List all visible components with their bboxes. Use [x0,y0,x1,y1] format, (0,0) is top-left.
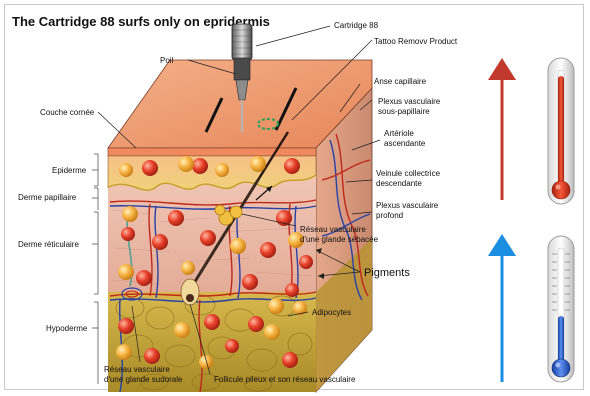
label-tattoo-removal: Tattoo Removv Product [374,37,458,46]
label-hypoderme: Hypoderme [46,324,88,333]
label-reseau-sudorale-1: Réseau vasculaire [104,365,170,374]
label-plexus-profond-2: profond [376,211,403,220]
stratum-corneum [108,148,316,156]
layer-brackets [92,154,98,384]
label-derme-papillaire: Derme papillaire [18,193,77,202]
label-plexus-sous-1: Plexus vasculaire [378,97,441,106]
arrow-up-icon [488,234,516,382]
label-plexus-profond-1: Plexus vasculaire [376,201,439,210]
label-veinule-2: descendante [376,179,422,188]
thermometer-cold-icon [548,236,574,382]
label-arteriole-2: ascendante [384,139,426,148]
label-reseau-sebacee-2: d'une glande sébacée [300,235,379,244]
label-derme-reticulaire: Derme réticulaire [18,240,79,249]
label-arteriole-1: Artériole [384,129,414,138]
thermometer-hot-icon [548,58,574,204]
label-veinule-1: Veinule collectrice [376,169,441,178]
figure-title: The Cartridge 88 surfs only on epridermi… [12,14,270,29]
label-adipocytes: Adipocytes [312,308,351,317]
label-follicule: Follicule pileux et son réseau vasculair… [214,375,356,384]
arrow-up-icon [488,58,516,200]
label-epiderme: Epiderme [52,166,87,175]
label-poil: Poil [160,56,174,65]
label-couche-cornee: Couche cornée [40,108,95,117]
label-anse-capillaire: Anse capillaire [374,77,427,86]
label-reseau-sebacee-1: Réseau vasculaire [300,225,366,234]
label-cartridge: Cartridge 88 [334,21,379,30]
label-pigments: Pigments [364,267,410,279]
label-reseau-sudorale-2: d'une glande sudorale [104,375,183,384]
label-plexus-sous-2: sous-papillaire [378,107,430,116]
